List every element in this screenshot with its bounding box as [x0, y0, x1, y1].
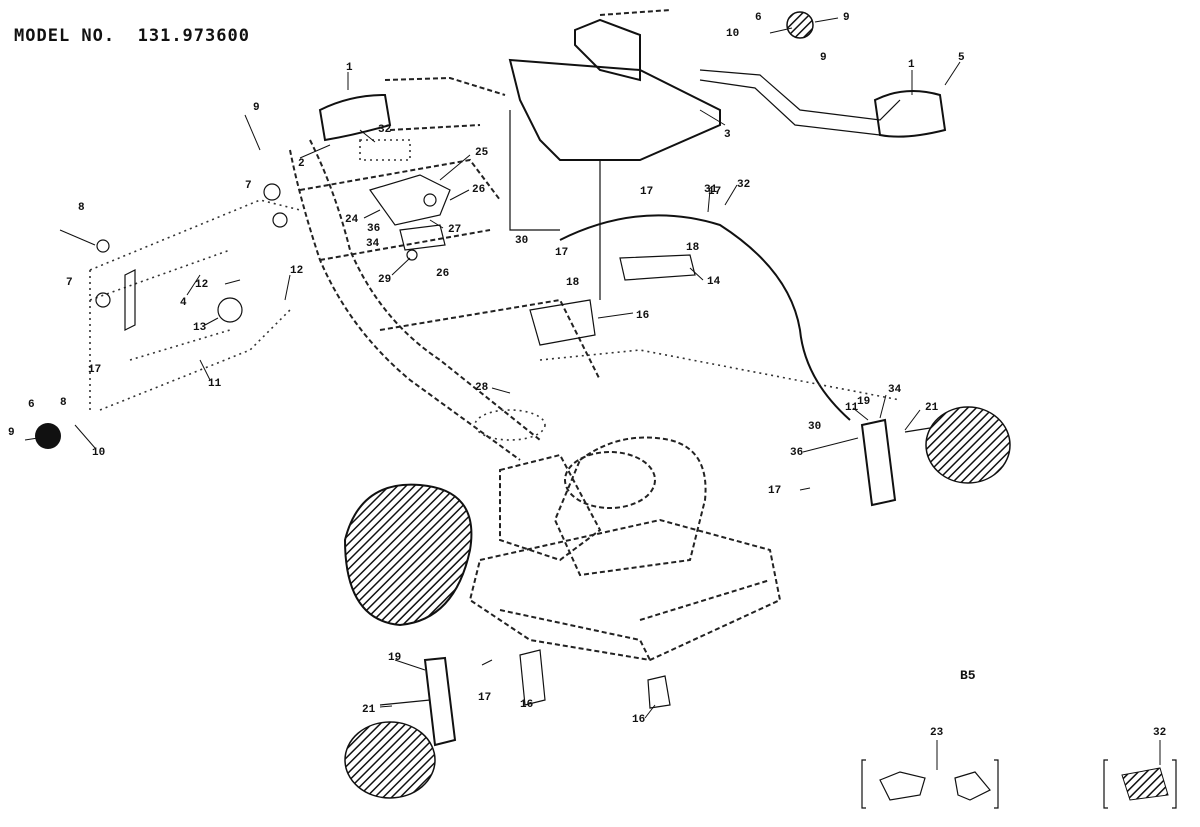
leader-lines [24, 17, 961, 719]
model-number-header: MODEL NO. 131.973600 [14, 26, 250, 46]
callout-11: 11 [845, 402, 859, 414]
engine [474, 409, 707, 577]
callout-9: 9 [253, 102, 260, 114]
left-bracket-assembly [89, 183, 301, 411]
upper-handle [508, 9, 947, 300]
throttle-cable [529, 214, 851, 421]
front-wheel-right [925, 406, 1011, 484]
callout-9: 9 [843, 12, 850, 24]
callout-27: 27 [448, 224, 461, 236]
callout-5: 5 [958, 52, 965, 64]
callout-17: 17 [640, 186, 653, 198]
inset-right: 32 [1103, 727, 1177, 809]
callout-9: 9 [8, 427, 15, 439]
callout-8: 8 [78, 202, 85, 214]
callout-28: 28 [475, 382, 489, 394]
callout-18: 18 [566, 277, 580, 289]
callout-11: 11 [208, 378, 222, 390]
callout-1: 1 [346, 62, 353, 74]
callout-36: 36 [367, 223, 380, 235]
model-number: 131.973600 [137, 26, 250, 46]
callout-6: 6 [755, 12, 762, 24]
callout-32: 32 [378, 124, 391, 136]
model-label: MODEL NO. [14, 26, 116, 46]
callout-31: 31 [704, 184, 718, 196]
callout-8: 8 [60, 397, 67, 409]
callout-21: 21 [362, 704, 376, 716]
callout-29: 29 [378, 274, 391, 286]
rear-wheel-left [343, 483, 473, 627]
handle-grip-left [318, 76, 506, 142]
callout-labels: 1 1 2 3 4 5 6 6 7 7 8 8 9 9 9 9 10 10 11… [8, 12, 965, 726]
callout-7: 7 [66, 277, 73, 289]
height-adjust-brackets [379, 418, 931, 747]
inset-right-label: 32 [1153, 727, 1166, 739]
callout-12: 12 [290, 265, 303, 277]
callout-16: 16 [520, 699, 533, 711]
mower-deck [468, 349, 901, 662]
callout-17: 17 [88, 364, 101, 376]
callout-36: 36 [790, 447, 803, 459]
callout-14: 14 [707, 276, 721, 288]
callout-26: 26 [436, 268, 449, 280]
callout-4: 4 [180, 297, 187, 309]
callout-12: 12 [195, 279, 208, 291]
front-wheel-left [344, 721, 436, 799]
callout-19: 19 [857, 396, 870, 408]
callout-34: 34 [366, 238, 380, 250]
callout-10: 10 [92, 447, 105, 459]
callout-17: 17 [768, 485, 781, 497]
callout-9: 9 [820, 52, 827, 64]
callout-25: 25 [475, 147, 489, 159]
callout-32: 32 [737, 179, 750, 191]
callout-17: 17 [478, 692, 491, 704]
callout-17: 17 [708, 186, 721, 198]
callout-10: 10 [726, 28, 739, 40]
inset-left-label: 23 [930, 727, 944, 739]
callout-17: 17 [555, 247, 568, 259]
callout-1: 1 [908, 59, 915, 71]
wheels [35, 11, 1011, 799]
callout-16: 16 [632, 714, 645, 726]
callout-21: 21 [925, 402, 939, 414]
callout-18: 18 [686, 242, 700, 254]
callout-24: 24 [345, 214, 359, 226]
callout-3: 3 [724, 129, 731, 141]
callout-19: 19 [388, 652, 401, 664]
callout-30: 30 [808, 421, 821, 433]
callout-30: 30 [515, 235, 528, 247]
knob-top [786, 11, 814, 39]
inset-left: 23 [861, 727, 999, 809]
callout-6: 6 [28, 399, 35, 411]
callout-2: 2 [298, 158, 305, 170]
control-bracket-cluster [359, 139, 451, 261]
page-reference: B5 [960, 668, 976, 683]
knob-left [35, 423, 61, 449]
callout-13: 13 [193, 322, 207, 334]
callout-26: 26 [472, 184, 485, 196]
callout-34: 34 [888, 384, 902, 396]
callout-7: 7 [245, 180, 252, 192]
callout-16: 16 [636, 310, 649, 322]
lower-handle [289, 139, 601, 461]
